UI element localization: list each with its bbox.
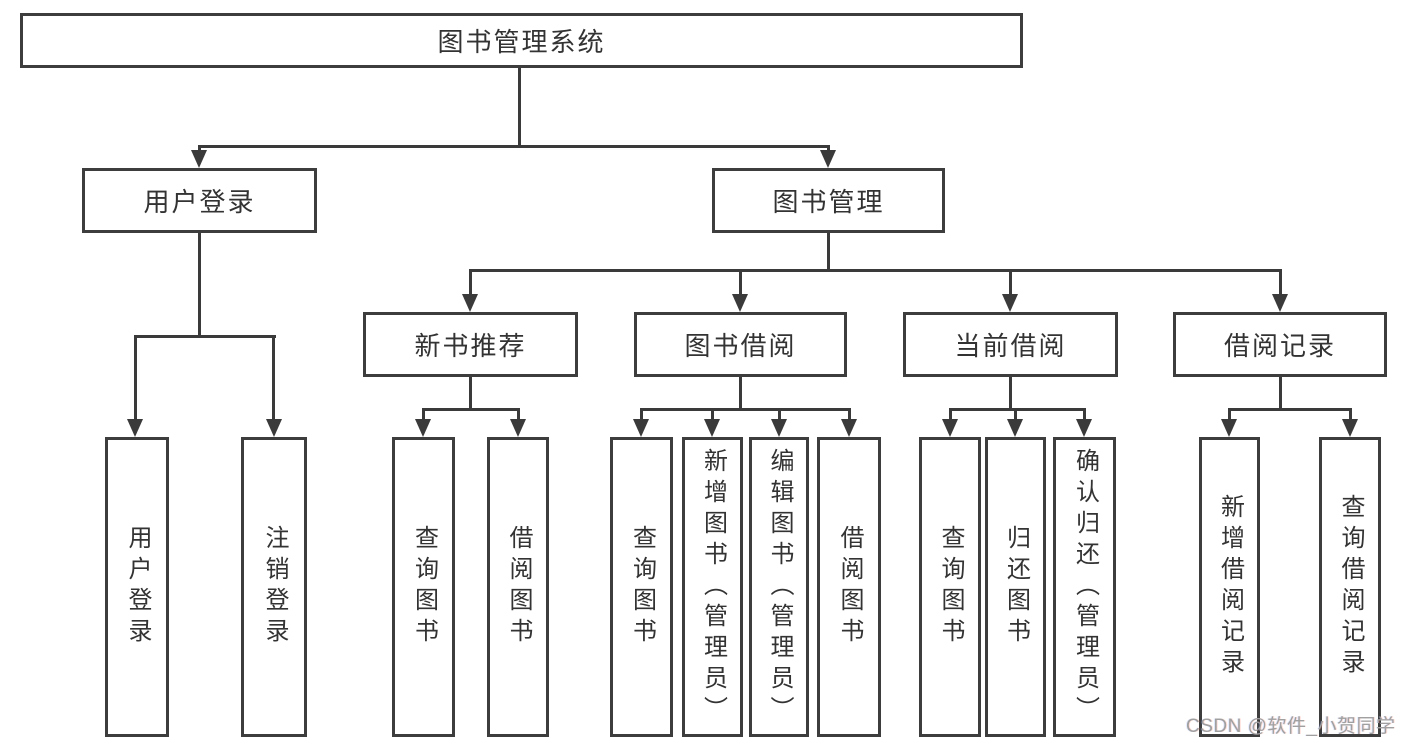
leaf-add-book-admin: 新增图书（管理员） xyxy=(682,437,743,737)
arrowhead xyxy=(633,419,649,437)
node-label: 当前借阅 xyxy=(954,331,1067,361)
connector-branch xyxy=(198,145,830,148)
connector-drop xyxy=(272,338,275,419)
node-label: 用户登录 xyxy=(124,525,151,649)
node-new-book-recommend: 新书推荐 xyxy=(363,312,578,377)
node-current-borrow: 当前借阅 xyxy=(903,312,1118,377)
leaf-query-books-borrow: 查询图书 xyxy=(610,437,673,737)
node-label: 图书管理 xyxy=(772,187,885,217)
arrowhead xyxy=(771,419,787,437)
connector-drop xyxy=(422,411,425,419)
connector-branch xyxy=(134,335,276,338)
connector-drop xyxy=(1228,411,1231,419)
connector-stem xyxy=(198,233,201,335)
leaf-query-books-current: 查询图书 xyxy=(919,437,981,737)
connector-drop xyxy=(134,338,137,419)
connector-drop xyxy=(1083,411,1086,419)
arrowhead xyxy=(732,294,748,312)
connector-drop xyxy=(739,272,742,294)
connector-drop xyxy=(1009,272,1012,294)
connector-branch xyxy=(949,408,1086,411)
connector-drop xyxy=(1279,272,1282,294)
arrowhead xyxy=(820,150,836,168)
node-label: 借阅图书 xyxy=(505,525,532,649)
node-label: 查询借阅记录 xyxy=(1337,494,1364,680)
leaf-borrow-books-recommend: 借阅图书 xyxy=(487,437,549,737)
node-label: 注销登录 xyxy=(261,525,288,649)
node-label: 查询图书 xyxy=(628,525,656,649)
arrowhead xyxy=(127,419,143,437)
leaf-add-borrow-record: 新增借阅记录 xyxy=(1199,437,1260,737)
connector-drop xyxy=(517,411,520,419)
connector-stem xyxy=(827,233,830,269)
node-label: 新书推荐 xyxy=(414,331,527,361)
arrowhead xyxy=(1342,419,1358,437)
connector-drop xyxy=(949,411,952,419)
connector-drop xyxy=(848,411,851,419)
node-book-management: 图书管理 xyxy=(712,168,945,233)
connector-stem xyxy=(469,377,472,408)
arrowhead xyxy=(704,419,720,437)
node-label: 新增借阅记录 xyxy=(1216,494,1244,680)
arrowhead xyxy=(191,150,207,168)
arrowhead xyxy=(510,419,526,437)
connector-branch xyxy=(422,408,520,411)
node-label: 查询图书 xyxy=(410,525,438,649)
connector-drop xyxy=(1349,411,1352,419)
connector-drop xyxy=(1014,411,1017,419)
connector-branch xyxy=(640,408,851,411)
leaf-logout: 注销登录 xyxy=(241,437,307,737)
connector-branch xyxy=(1228,408,1352,411)
arrowhead xyxy=(1002,294,1018,312)
connector-drop xyxy=(640,411,643,419)
node-label: 新增图书（管理员） xyxy=(699,447,727,727)
node-label: 归还图书 xyxy=(1002,525,1030,649)
node-user-login: 用户登录 xyxy=(82,168,317,233)
arrowhead xyxy=(1007,419,1023,437)
arrowhead xyxy=(1272,294,1288,312)
connector-stem xyxy=(739,377,742,408)
connector-drop xyxy=(827,148,830,151)
csdn-watermark: CSDN @软件_小贺同学 xyxy=(1186,716,1396,737)
connector-drop xyxy=(198,148,201,151)
leaf-user-login: 用户登录 xyxy=(105,437,169,737)
arrowhead xyxy=(1221,419,1237,437)
connector-stem xyxy=(1009,377,1012,408)
node-label: 图书管理系统 xyxy=(437,27,606,57)
node-borrow-records: 借阅记录 xyxy=(1173,312,1387,377)
arrowhead xyxy=(462,294,478,312)
arrowhead xyxy=(266,419,282,437)
arrowhead xyxy=(1076,419,1092,437)
node-label: 编辑图书（管理员） xyxy=(766,447,793,727)
connector-stem xyxy=(1279,377,1282,408)
connector-drop xyxy=(469,272,472,294)
connector-stem xyxy=(518,68,521,145)
connector-drop xyxy=(711,411,714,419)
arrowhead xyxy=(942,419,958,437)
node-label: 查询图书 xyxy=(937,525,964,649)
node-label: 确认归还（管理员） xyxy=(1071,447,1099,727)
node-label: 借阅记录 xyxy=(1223,331,1336,361)
arrowhead xyxy=(841,419,857,437)
leaf-edit-book-admin: 编辑图书（管理员） xyxy=(749,437,809,737)
node-root: 图书管理系统 xyxy=(20,13,1023,68)
node-label: 图书借阅 xyxy=(684,331,797,361)
connector-branch xyxy=(469,269,1282,272)
node-label: 借阅图书 xyxy=(836,525,863,649)
leaf-borrow-books-borrow: 借阅图书 xyxy=(817,437,881,737)
leaf-return-book: 归还图书 xyxy=(985,437,1046,737)
node-book-borrow: 图书借阅 xyxy=(634,312,847,377)
leaf-query-borrow-record: 查询借阅记录 xyxy=(1319,437,1381,737)
node-label: 用户登录 xyxy=(143,187,256,217)
arrowhead xyxy=(415,419,431,437)
leaf-query-books-recommend: 查询图书 xyxy=(392,437,455,737)
connector-drop xyxy=(778,411,781,419)
leaf-confirm-return-admin: 确认归还（管理员） xyxy=(1053,437,1116,737)
